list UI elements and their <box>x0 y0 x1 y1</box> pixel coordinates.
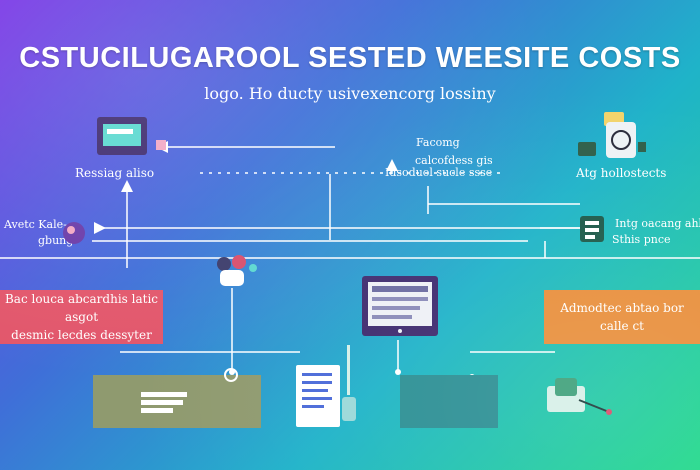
diagram-subtitle: logo. Ho ducty usivexencorg lossiny <box>204 84 496 103</box>
label-center-mid-1: calcofdess gis <box>415 154 493 167</box>
monitor-icon <box>97 117 147 155</box>
puzzle-icon <box>580 216 604 242</box>
left-box-line-2: desmic lecdes dessyter <box>11 328 152 342</box>
robot-icon <box>578 112 646 158</box>
left-cost-box: Bac louca abcardhis latic asgot desmic l… <box>0 290 163 344</box>
label-right-mid-1: Intg oacang ahle <box>615 217 700 230</box>
list-lines-icon <box>141 392 187 413</box>
right-cost-box: Admodtec abtao bor calle ct <box>544 290 700 344</box>
handshake-icon <box>547 378 612 415</box>
right-box-text: Admodtec abtao bor calle ct <box>560 301 684 333</box>
pink-square-icon <box>156 140 166 150</box>
gear-icon <box>224 368 238 382</box>
people-icon <box>217 255 257 286</box>
label-center-top: Facomg <box>416 136 460 149</box>
left-box-line-1: Bac louca abcardhis latic asgot <box>4 292 159 324</box>
teal-card <box>400 375 498 428</box>
document-icon <box>296 345 356 427</box>
diagram-title: CSTUCILUGAROOL SESTED WEESITE COSTS <box>19 42 681 74</box>
laptop-icon <box>362 276 438 336</box>
label-top-left: Ressiag aliso <box>75 166 155 180</box>
label-right-top: Atg hollostects <box>576 166 667 180</box>
ball-icon <box>63 222 85 244</box>
label-right-mid-2: Sthis pnce <box>612 233 671 246</box>
olive-card <box>93 375 261 428</box>
label-center-mid-2: Idsoduol sucle ssse <box>385 166 493 179</box>
label-left-mid-1: Avetc Kale- <box>4 218 67 231</box>
